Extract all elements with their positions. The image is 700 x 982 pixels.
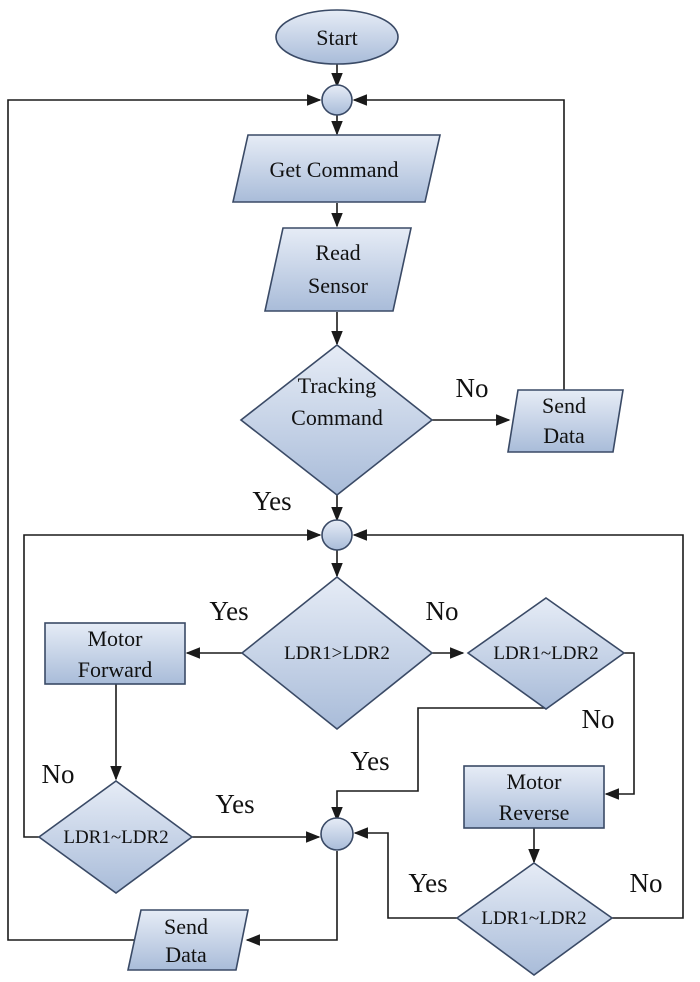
ldr-approx-left-decision: LDR1~LDR2 (37, 780, 194, 894)
read-sensor-label-line1: Read (315, 240, 360, 265)
edge-send-data-bottom-to-junction (7, 94, 322, 941)
tracking-command-label-line2: Command (291, 405, 383, 430)
tracking-command-decision: Tracking Command (239, 343, 434, 497)
tracking-yes-label: Yes (252, 486, 291, 516)
tracking-no-label: No (456, 373, 489, 403)
ldr-approx-bottom-label: LDR1~LDR2 (481, 908, 586, 929)
send-data-bottom-label-line2: Data (165, 942, 207, 967)
read-sensor-node: Read Sensor (264, 227, 412, 312)
ldr-greater-decision: LDR1>LDR2 (240, 575, 434, 731)
ldr-approx-left-label: LDR1~LDR2 (63, 827, 168, 848)
greater-no-label: No (426, 596, 459, 626)
greater-yes-label: Yes (209, 596, 248, 626)
approx-left-yes-label: Yes (215, 789, 254, 819)
edge-approx-right-yes-to-junction (331, 707, 546, 822)
motor-reverse-label-line1: Motor (507, 769, 563, 794)
edge-approx-bottom-yes-to-junction (353, 827, 457, 919)
ldr-approx-bottom-decision: LDR1~LDR2 (455, 862, 614, 976)
get-command-node: Get Command (232, 134, 441, 203)
edge-send-data-to-junction (352, 94, 565, 390)
edges (7, 63, 684, 946)
send-data-top-label-line2: Data (543, 423, 585, 448)
forward-no-label: No (42, 759, 75, 789)
approx-bottom-yes-label: Yes (408, 868, 447, 898)
read-sensor-label-line2: Sensor (308, 273, 369, 298)
junction-middle (321, 519, 353, 551)
junction-bottom (320, 817, 354, 851)
ldr-greater-label: LDR1>LDR2 (284, 643, 390, 664)
motor-forward-label-line2: Forward (78, 657, 153, 682)
edge-labels: No Yes Yes No Yes No No Yes Yes No (42, 373, 663, 898)
edge-junction-to-send-data (245, 851, 338, 946)
approx-bottom-no-label: No (630, 868, 663, 898)
edge-approx-left-no-to-junction (23, 529, 322, 838)
motor-reverse-label-line2: Reverse (499, 800, 570, 825)
send-data-top-node: Send Data (507, 389, 624, 453)
motor-forward-label-line1: Motor (88, 626, 144, 651)
ldr-approx-right-decision: LDR1~LDR2 (466, 597, 626, 710)
send-data-bottom-node: Send Data (127, 909, 249, 971)
approx-right-yes-label: Yes (350, 746, 389, 776)
edge-approx-right-no-to-motor-reverse (604, 652, 635, 800)
start-label: Start (316, 25, 358, 50)
junction-top (321, 84, 353, 116)
tracking-command-label-line1: Tracking (298, 373, 377, 398)
edge-approx-bottom-no-to-junction (352, 529, 684, 919)
start-node: Start (275, 9, 399, 65)
send-data-bottom-label-line1: Send (164, 914, 208, 939)
motor-reverse-node: Motor Reverse (463, 765, 605, 829)
motor-forward-node: Motor Forward (44, 622, 186, 685)
approx-right-no-label: No (582, 704, 615, 734)
ldr-approx-right-label: LDR1~LDR2 (493, 643, 598, 664)
get-command-label: Get Command (270, 157, 399, 182)
send-data-top-label-line1: Send (542, 393, 586, 418)
